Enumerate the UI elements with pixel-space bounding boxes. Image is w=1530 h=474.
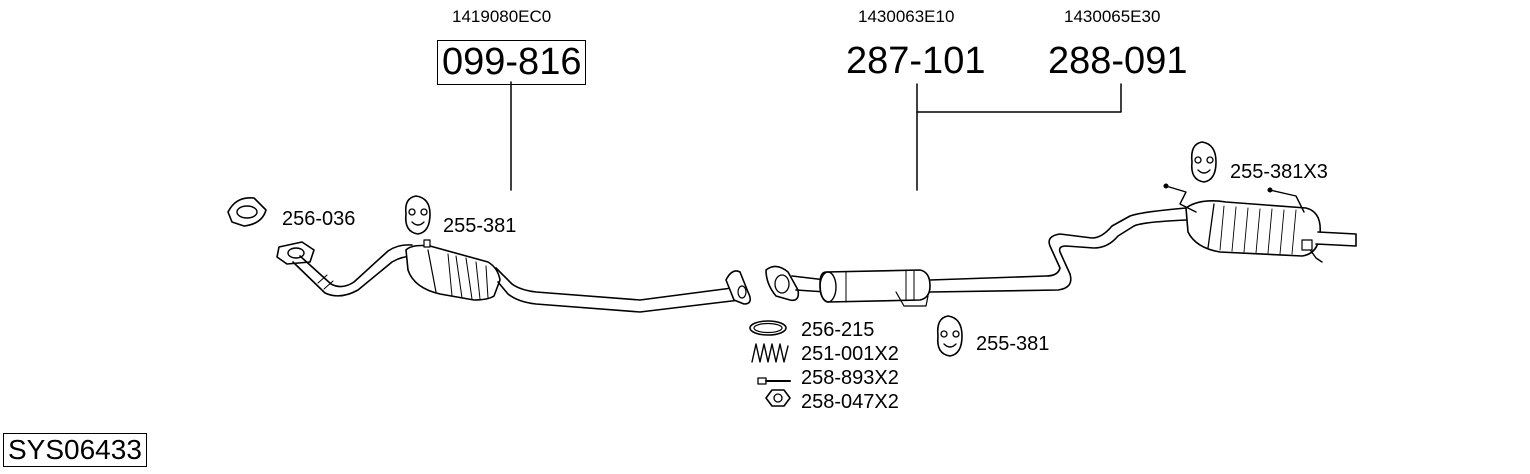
gasket-ring-icon <box>749 320 787 336</box>
system-code-label: SYS06433 <box>3 433 147 467</box>
spring-icon <box>751 343 789 363</box>
part-number-099-816[interactable]: 099-816 <box>437 40 587 85</box>
front-pipe-with-catalyst <box>276 239 752 313</box>
rear-silencer <box>1163 183 1357 263</box>
part-label-spring[interactable]: 251-001X2 <box>801 343 899 365</box>
part-label-nut[interactable]: 258-047X2 <box>801 391 899 413</box>
oem-number-label: 1430065E30 <box>1064 7 1161 26</box>
part-number-288-091[interactable]: 288-091 <box>1048 40 1188 82</box>
part-label-bolt[interactable]: 258-893X2 <box>801 367 899 389</box>
part-label-gasket-front[interactable]: 256-036 <box>282 208 356 230</box>
rubber-hanger-icon <box>404 195 431 235</box>
gasket-ring-icon <box>227 196 267 227</box>
nut-icon <box>765 389 791 407</box>
part-label-hanger-rear[interactable]: 255-381X3 <box>1230 161 1328 183</box>
part-label-hanger-mid[interactable]: 255-381 <box>976 333 1050 355</box>
bolt-icon <box>757 377 791 385</box>
oem-number-label: 1419080EC0 <box>452 7 552 26</box>
part-number-287-101[interactable]: 287-101 <box>846 40 986 82</box>
rubber-hanger-icon <box>936 315 963 357</box>
leader-line-288-091 <box>916 83 1122 113</box>
part-label-gasket-mid[interactable]: 256-215 <box>801 319 875 341</box>
oem-number-label: 1430063E10 <box>858 7 955 26</box>
center-muffler-section <box>765 207 1187 307</box>
rubber-hanger-icon <box>1190 141 1217 183</box>
part-label-hanger-front[interactable]: 255-381 <box>443 215 517 237</box>
